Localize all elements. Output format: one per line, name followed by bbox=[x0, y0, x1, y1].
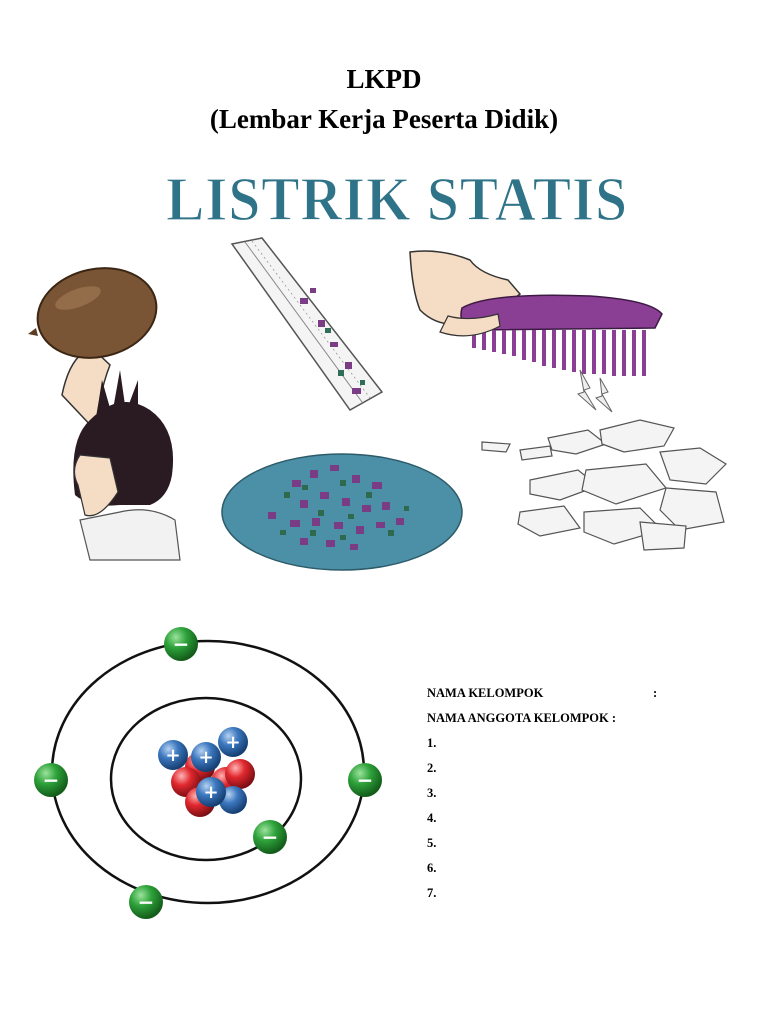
svg-text:−: − bbox=[173, 632, 190, 656]
group-name-colon: : bbox=[653, 686, 658, 700]
electron: − bbox=[164, 627, 198, 661]
page-subtitle: (Lembar Kerja Peserta Didik) bbox=[209, 104, 559, 134]
members-label: NAMA ANGGOTA KELOMPOK : bbox=[427, 711, 617, 725]
svg-text:−: − bbox=[357, 768, 374, 792]
member-line: 7. bbox=[427, 885, 747, 910]
atom-model: + + + + − − − − − bbox=[34, 627, 382, 919]
banner-title: LISTRIK STATIS bbox=[166, 166, 628, 234]
ruler-paper-icon bbox=[230, 237, 384, 411]
member-line: 6. bbox=[427, 860, 747, 885]
proton-sign: + bbox=[203, 782, 218, 803]
svg-text:−: − bbox=[43, 768, 60, 792]
banner: LISTRIK STATIS bbox=[165, 165, 628, 234]
electron: − bbox=[129, 885, 163, 919]
electron: − bbox=[253, 820, 287, 854]
member-number: 6. bbox=[427, 861, 437, 875]
members-row: NAMA ANGGOTA KELOMPOK : bbox=[427, 710, 747, 735]
group-name-row: NAMA KELOMPOK : bbox=[427, 685, 747, 710]
nucleus: + + + + bbox=[158, 727, 255, 817]
page-title: LKPD bbox=[346, 64, 422, 94]
member-line: 4. bbox=[427, 810, 747, 835]
paper-bits-plate-icon bbox=[221, 453, 463, 571]
member-number: 1. bbox=[427, 736, 437, 750]
proton-sign: + bbox=[165, 745, 180, 766]
proton-sign: + bbox=[225, 732, 240, 753]
inner-orbit bbox=[109, 696, 303, 862]
member-number: 3. bbox=[427, 786, 437, 800]
member-number: 2. bbox=[427, 761, 437, 775]
member-number: 4. bbox=[427, 811, 437, 825]
member-number: 7. bbox=[427, 886, 437, 900]
svg-text:−: − bbox=[262, 825, 279, 849]
balloon-hair-icon bbox=[28, 267, 181, 561]
member-number: 5. bbox=[427, 836, 437, 850]
comb-hand-icon bbox=[409, 250, 663, 413]
illustrations-panel bbox=[28, 237, 727, 571]
member-line: 3. bbox=[427, 785, 747, 810]
proton-sign: + bbox=[198, 747, 213, 768]
group-form: NAMA KELOMPOK : NAMA ANGGOTA KELOMPOK : … bbox=[427, 685, 747, 910]
group-name-label: NAMA KELOMPOK bbox=[427, 686, 544, 700]
member-line: 5. bbox=[427, 835, 747, 860]
member-line: 2. bbox=[427, 760, 747, 785]
svg-text:−: − bbox=[138, 890, 155, 914]
member-line: 1. bbox=[427, 735, 747, 760]
electron: − bbox=[348, 763, 382, 797]
electron: − bbox=[34, 763, 68, 797]
paper-pieces-icon bbox=[481, 419, 727, 551]
